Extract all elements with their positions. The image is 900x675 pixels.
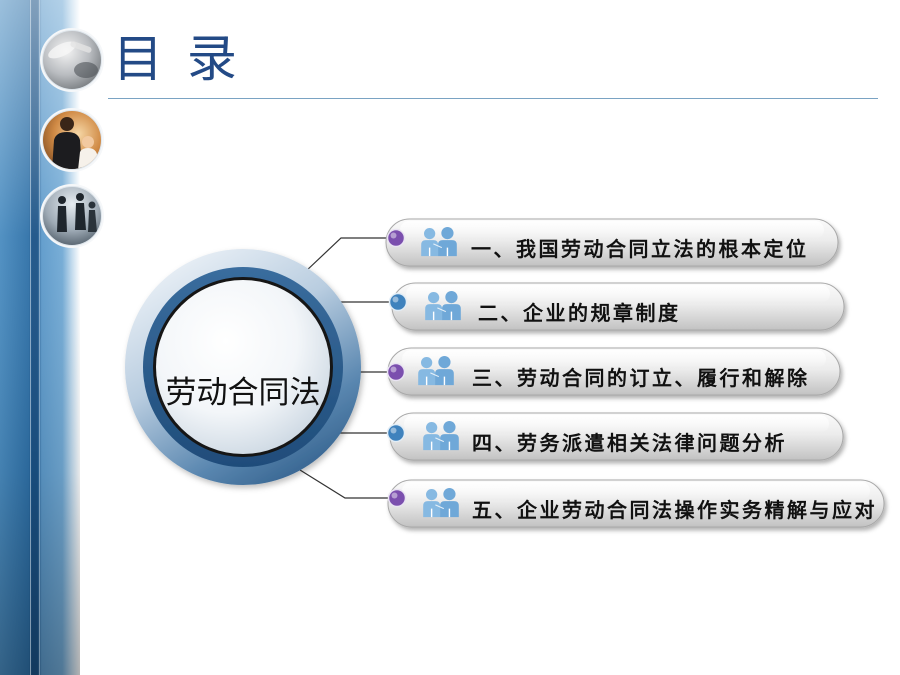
- photo-circle-2: [40, 108, 104, 172]
- side-band: [0, 0, 80, 675]
- agenda-pill-shine: [402, 482, 870, 500]
- connector-line-5: [299, 469, 392, 499]
- connector-lines: [299, 237, 396, 499]
- agenda-item-5: 五、企业劳动合同法操作实务精解与应对: [387, 479, 885, 528]
- agenda-item-label: 二、企业的规章制度: [478, 301, 681, 325]
- agenda-item-label: 一、我国劳动合同立法的根本定位: [471, 237, 809, 261]
- agenda-pill-shine: [400, 221, 824, 239]
- agenda-pill-shine: [404, 415, 829, 433]
- bullet-dot-3: [386, 362, 406, 382]
- agenda-item-3: 三、劳动合同的订立、履行和解除: [387, 347, 841, 396]
- bullet-dot-highlight: [391, 492, 398, 499]
- page-title: 目 录: [113, 30, 241, 88]
- agenda-pill-shine: [406, 285, 830, 303]
- agenda-item-label: 四、劳务派遣相关法律问题分析: [472, 431, 787, 455]
- center-hub-label: 劳动合同法: [166, 375, 321, 411]
- agenda-item-label: 五、企业劳动合同法操作实务精解与应对: [472, 498, 877, 522]
- bullet-dot-5: [387, 488, 407, 508]
- agenda-item-1: 一、我国劳动合同立法的根本定位: [385, 218, 839, 267]
- center-hub-face: [156, 280, 330, 454]
- photo-circle-3: [40, 184, 104, 248]
- center-hub: [125, 249, 361, 485]
- bullet-dot-2: [388, 292, 408, 312]
- bullet-dot-highlight: [390, 232, 397, 239]
- photo-circle-1: [40, 28, 104, 92]
- bullet-dot-highlight: [390, 366, 397, 373]
- bullet-dot-1: [386, 228, 406, 248]
- bullet-dots: [386, 228, 408, 508]
- agenda-pill-shine: [402, 350, 826, 368]
- bullet-dot-4: [386, 423, 406, 443]
- bullet-dot-highlight: [392, 296, 399, 303]
- connector-line-1: [304, 237, 392, 273]
- bullet-dot-highlight: [390, 427, 397, 434]
- agenda-item-4: 四、劳务派遣相关法律问题分析: [389, 412, 844, 461]
- agenda-item-label: 三、劳动合同的订立、履行和解除: [472, 366, 810, 390]
- agenda-item-2: 二、企业的规章制度: [391, 282, 845, 331]
